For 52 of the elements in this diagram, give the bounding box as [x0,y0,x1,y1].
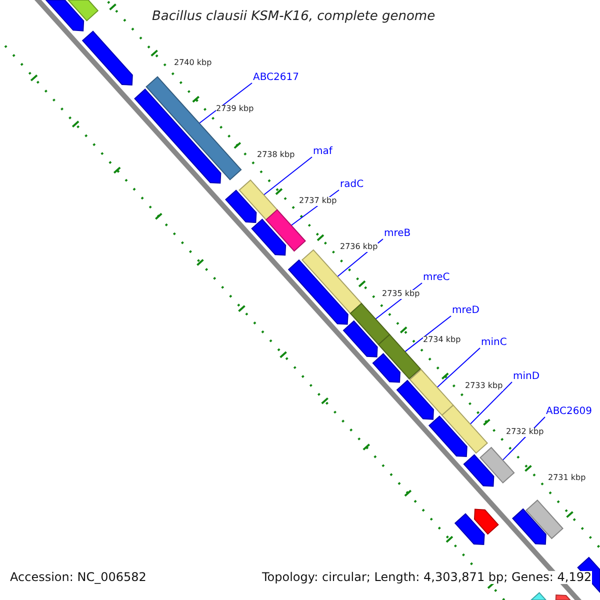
scale-label: 2733 kbp [465,382,503,391]
gene-bar [480,446,515,484]
scale-label: 2734 kbp [423,336,461,345]
scale-label: 2732 kbp [506,428,544,437]
gene-bar [302,249,362,314]
gene-label: ABC2609 [546,406,592,417]
accession-text: Accession: NC_006582 [10,571,146,584]
gene-bar [82,30,133,86]
gene-bar [555,594,572,600]
gene-bar [396,380,434,420]
scale-label: 2731 kbp [548,474,586,483]
leader-line [404,316,452,352]
leader-line [198,82,252,124]
scale-label: 2738 kbp [257,151,295,160]
leader-line [263,156,312,196]
gene-bar [265,209,306,252]
gene-label: mreD [452,305,480,316]
gene-bar [288,259,348,325]
gene-bar [238,179,278,220]
gene-bar [350,302,390,346]
gene-bar [474,508,499,535]
genome-summary: Topology: circular; Length: 4,303,871 bp; Genes: 4,192 [262,571,592,584]
scale-label: 2737 kbp [299,197,337,206]
scale-label: 2735 kbp [382,290,420,299]
gene-label: ABC2617 [253,72,299,83]
gene-label: minC [481,337,507,348]
gene-bar [526,500,564,540]
gene-bar [67,0,99,22]
gene-bar [428,416,468,458]
gene-bar [512,508,546,545]
gene-label: maf [313,146,332,157]
leader-line [436,348,480,388]
map-title: Bacillus clausii KSM-K16, complete genome [150,10,438,24]
gene-bar [342,320,378,358]
scale-label: 2739 kbp [216,105,254,114]
gene-bar [409,368,454,416]
scale-label: 2740 kbp [174,59,212,68]
gene-bar [372,353,400,383]
leader-line [470,382,512,425]
gene-bar [378,334,422,380]
gene-bar [225,190,257,224]
scale-label: 2736 kbp [340,243,378,252]
gene-bar [463,454,494,487]
gene-label: radC [340,179,364,190]
gene-bar [44,0,84,32]
gene-label: minD [513,371,540,382]
gene-bar [454,513,485,546]
gene-bar [441,404,488,454]
gene-bar [530,592,547,600]
gene-bar [251,218,286,256]
gene-label: mreB [384,228,411,239]
gene-label: mreC [423,272,450,283]
